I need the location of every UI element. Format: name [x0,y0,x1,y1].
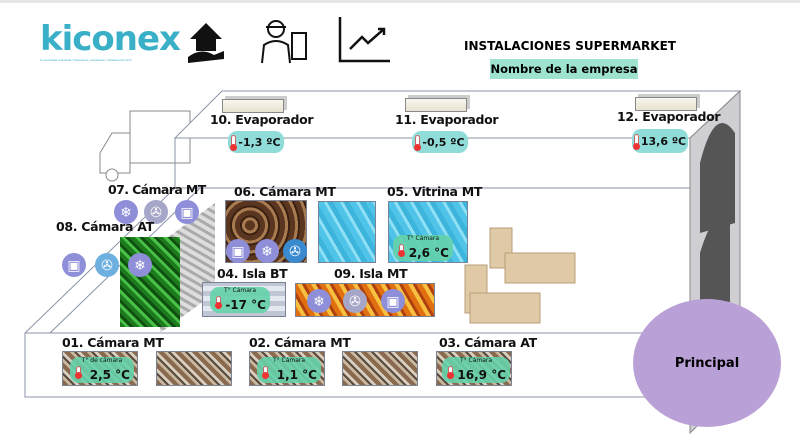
temp-value: 13,6 ºC [640,134,687,148]
temp-title: T° Cámara [223,287,257,294]
evaporator-12-temp[interactable]: 13,6 ºC [632,129,688,153]
compressor-icon[interactable]: ▣ [381,289,405,313]
temp-title: T° Cámara [459,357,493,364]
company-badge: Nombre de la empresa [490,59,638,79]
temp-value: -17 °C [225,298,266,312]
truck-icon [99,110,191,182]
evaporator-10-temp[interactable]: -1,3 ºC [228,131,284,153]
isla-04-temp[interactable]: T° Cámara -17 °C [210,287,270,313]
temp-title: T° Cámara [406,235,440,242]
trend-chart-icon[interactable] [338,17,390,63]
defrost-icon[interactable]: ❄ [114,200,138,224]
temp-value: 16,9 °C [457,368,506,382]
thermometer-icon [447,366,454,379]
vitrina-05-label: 05. Vitrina MT [387,184,483,199]
camara-07-label: 07. Cámara MT [108,182,206,197]
thermometer-icon [230,135,238,151]
temp-value: 1,1 °C [276,368,317,382]
fan-icon[interactable]: ✇ [95,253,119,277]
evaporator-unit [405,98,467,112]
camara-box[interactable] [342,351,418,386]
temp-value: 2,5 °C [89,368,130,382]
temp-title: T° de cámara [81,357,123,364]
temp-title: T° Cámara [272,357,306,364]
isla-04-label: 04. Isla BT [217,266,288,281]
camara-08-wall[interactable] [120,237,180,327]
isla-09-label: 09. Isla MT [334,266,408,281]
defrost-icon[interactable]: ❄ [255,239,279,263]
fan-icon[interactable]: ✇ [283,239,307,263]
evaporator-10-label: 10. Evaporador [210,112,314,127]
evaporator-unit [222,99,284,113]
camara-03-label: 03. Cámara AT [439,335,537,350]
thermometer-icon [398,244,405,257]
compressor-icon[interactable]: ▣ [62,253,86,277]
thermometer-icon [262,366,269,379]
logo-tagline: Conectividad avanzada | Soluciones energ… [40,58,132,62]
defrost-icon[interactable]: ❄ [307,289,331,313]
compressor-icon[interactable]: ▣ [175,200,199,224]
camara-box[interactable] [156,351,232,386]
camara-06-label: 06. Cámara MT [234,184,336,199]
principal-button[interactable]: Principal [633,299,781,427]
temp-value: -0,5 ºC [422,135,465,149]
vitrina-05-temp[interactable]: T° Cámara 2,6 °C [393,235,453,261]
evaporator-11-label: 11. Evaporador [395,112,499,127]
temp-value: 2,6 °C [408,246,449,260]
evaporator-unit [635,97,697,111]
kiconex-logo: kiconex [40,19,181,59]
defrost-icon[interactable]: ❄ [128,253,152,277]
camara-02-label: 02. Cámara MT [249,335,351,350]
camara-01-label: 01. Cámara MT [62,335,164,350]
thermometer-icon [75,366,82,379]
fan-icon[interactable]: ✇ [144,200,168,224]
camara-03-temp[interactable]: T° Cámara 16,9 °C [442,357,510,383]
vitrina-box[interactable] [318,201,376,263]
technician-icon[interactable] [258,15,310,65]
thermometer-icon [632,134,640,150]
camara-08-label: 08. Cámara AT [56,219,154,234]
decor-blocks [464,227,576,324]
temp-value: -1,3 ºC [238,135,281,149]
compressor-icon[interactable]: ▣ [226,239,250,263]
evaporator-11-temp[interactable]: -0,5 ºC [412,131,468,153]
camara-01-temp[interactable]: T° de cámara 2,5 °C [70,357,134,383]
home-hand-icon[interactable] [186,17,226,63]
thermometer-icon [215,296,222,309]
thermometer-icon [414,135,422,151]
camara-02-temp[interactable]: T° Cámara 1,1 °C [257,357,321,383]
fan-icon[interactable]: ✇ [343,289,367,313]
evaporator-12-label: 12. Evaporador [617,109,721,124]
page-title: INSTALACIONES SUPERMARKET [464,39,676,53]
